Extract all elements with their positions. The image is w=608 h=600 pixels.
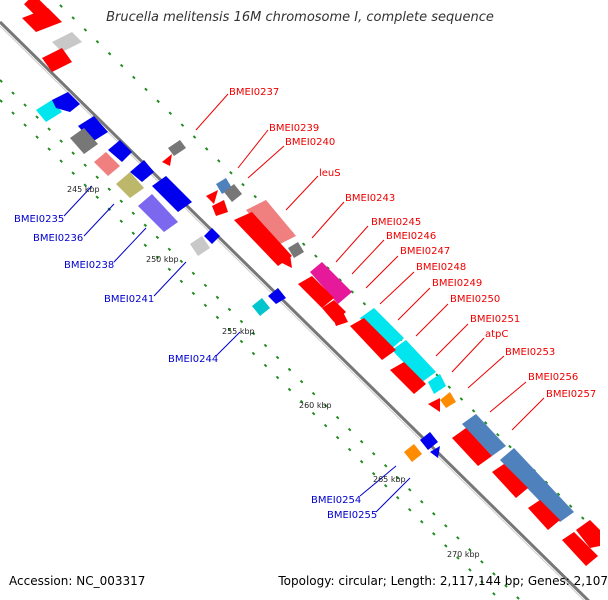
dotted-guides xyxy=(0,4,601,600)
gene-label[interactable]: BMEI0240 xyxy=(285,137,335,148)
gene-arrow[interactable] xyxy=(268,288,286,304)
gene-label[interactable]: BMEI0256 xyxy=(528,372,578,383)
gene-label[interactable]: BMEI0246 xyxy=(386,231,436,242)
gene-label[interactable]: BMEI0236 xyxy=(33,233,83,244)
gene-arrow[interactable] xyxy=(52,32,82,52)
gene-label[interactable]: BMEI0257 xyxy=(546,389,596,400)
gene-arrow[interactable] xyxy=(78,116,108,142)
gene-label[interactable]: BMEI0253 xyxy=(505,347,555,358)
gene-arrow[interactable] xyxy=(360,308,404,350)
gene-arrow[interactable] xyxy=(190,236,210,256)
kbp-ticks: 245 kbp 250 kbp 255 kbp 260 kbp 265 kbp … xyxy=(67,185,480,559)
gene-label[interactable]: BMEI0238 xyxy=(64,260,114,271)
gene-arrow[interactable] xyxy=(224,184,242,202)
gene-arrow[interactable] xyxy=(206,190,218,204)
gene-label[interactable]: BMEI0243 xyxy=(345,193,395,204)
tick-label: 265 kbp xyxy=(373,475,406,484)
topology-text: Topology: circular; Length: 2,117,144 bp… xyxy=(278,574,608,588)
tick-label: 245 kbp xyxy=(67,185,100,194)
gene-arrow[interactable] xyxy=(528,500,560,530)
gene-arrow[interactable] xyxy=(562,532,598,566)
gene-arrow[interactable] xyxy=(168,140,186,156)
gene-arrow[interactable] xyxy=(332,310,348,326)
tick-label: 250 kbp xyxy=(146,255,179,264)
gene-arrow[interactable] xyxy=(252,298,270,316)
gene-label[interactable]: BMEI0249 xyxy=(432,278,482,289)
gene-label[interactable]: atpC xyxy=(485,329,508,340)
gene-arrow[interactable] xyxy=(428,374,446,394)
gene-arrow[interactable] xyxy=(212,200,228,216)
gene-arrow[interactable] xyxy=(152,176,192,212)
gene-arrow[interactable] xyxy=(288,242,304,258)
gene-arrow[interactable] xyxy=(116,172,144,198)
gene-arrow[interactable] xyxy=(428,398,440,412)
callout-lines xyxy=(63,93,545,513)
gene-label[interactable]: BMEI0235 xyxy=(14,214,64,225)
gene-arrow[interactable] xyxy=(276,254,292,268)
gene-arrow[interactable] xyxy=(420,432,438,450)
gene-arrow[interactable] xyxy=(452,428,492,466)
gene-arrow[interactable] xyxy=(162,154,172,166)
gene-arrow[interactable] xyxy=(234,212,292,266)
gene-label[interactable]: BMEI0241 xyxy=(104,294,154,305)
gene-label[interactable]: BMEI0248 xyxy=(416,262,466,273)
gene-arrow[interactable] xyxy=(390,362,426,394)
gene-arrow[interactable] xyxy=(22,8,62,32)
gene-label[interactable]: BMEI0247 xyxy=(400,246,450,257)
gene-arrow[interactable] xyxy=(404,444,422,462)
gene-arrow[interactable] xyxy=(108,140,132,162)
accession-text: Accession: NC_003317 xyxy=(9,574,146,588)
gene-labels-right: BMEI0237 BMEI0239 BMEI0240 leuS BMEI0243… xyxy=(229,87,596,400)
gene-arrow[interactable] xyxy=(430,446,440,458)
tick-label: 270 kbp xyxy=(447,550,480,559)
gene-arrow[interactable] xyxy=(94,152,120,176)
gene-arrow[interactable] xyxy=(138,194,178,232)
reverse-strand-genes xyxy=(36,92,440,462)
gene-label[interactable]: leuS xyxy=(319,168,341,179)
gene-label[interactable]: BMEI0244 xyxy=(168,354,218,365)
gene-label[interactable]: BMEI0237 xyxy=(229,87,279,98)
map-title: Brucella melitensis 16M chromosome I, co… xyxy=(106,10,494,25)
gene-label[interactable]: BMEI0245 xyxy=(371,217,421,228)
gene-arrow[interactable] xyxy=(310,262,352,304)
gene-arrow[interactable] xyxy=(492,464,528,498)
gene-arrow[interactable] xyxy=(298,276,334,308)
gene-arrow[interactable] xyxy=(440,392,456,408)
gene-arrow[interactable] xyxy=(462,414,506,456)
gene-label[interactable]: BMEI0255 xyxy=(327,510,377,521)
gene-arrow[interactable] xyxy=(576,520,600,548)
gene-arrow[interactable] xyxy=(246,200,296,246)
gene-arrow[interactable] xyxy=(204,228,220,244)
gene-labels-left: BMEI0235 BMEI0236 BMEI0238 BMEI0241 BMEI… xyxy=(14,214,377,521)
gene-arrow[interactable] xyxy=(350,318,396,360)
gene-arrow[interactable] xyxy=(500,448,574,522)
forward-strand-genes xyxy=(22,0,600,566)
gene-arrow[interactable] xyxy=(42,48,72,72)
gene-arrow[interactable] xyxy=(52,92,80,112)
backbone xyxy=(0,20,590,600)
gene-arrow[interactable] xyxy=(70,128,98,154)
gene-label[interactable]: BMEI0254 xyxy=(311,495,361,506)
gene-label[interactable]: BMEI0251 xyxy=(470,314,520,325)
gene-arrow[interactable] xyxy=(392,340,436,382)
gene-arrow[interactable] xyxy=(130,160,154,182)
gene-label[interactable]: BMEI0239 xyxy=(269,123,319,134)
gene-label[interactable]: BMEI0250 xyxy=(450,294,500,305)
tick-label: 260 kbp xyxy=(299,401,332,410)
tick-label: 255 kbp xyxy=(222,327,255,336)
